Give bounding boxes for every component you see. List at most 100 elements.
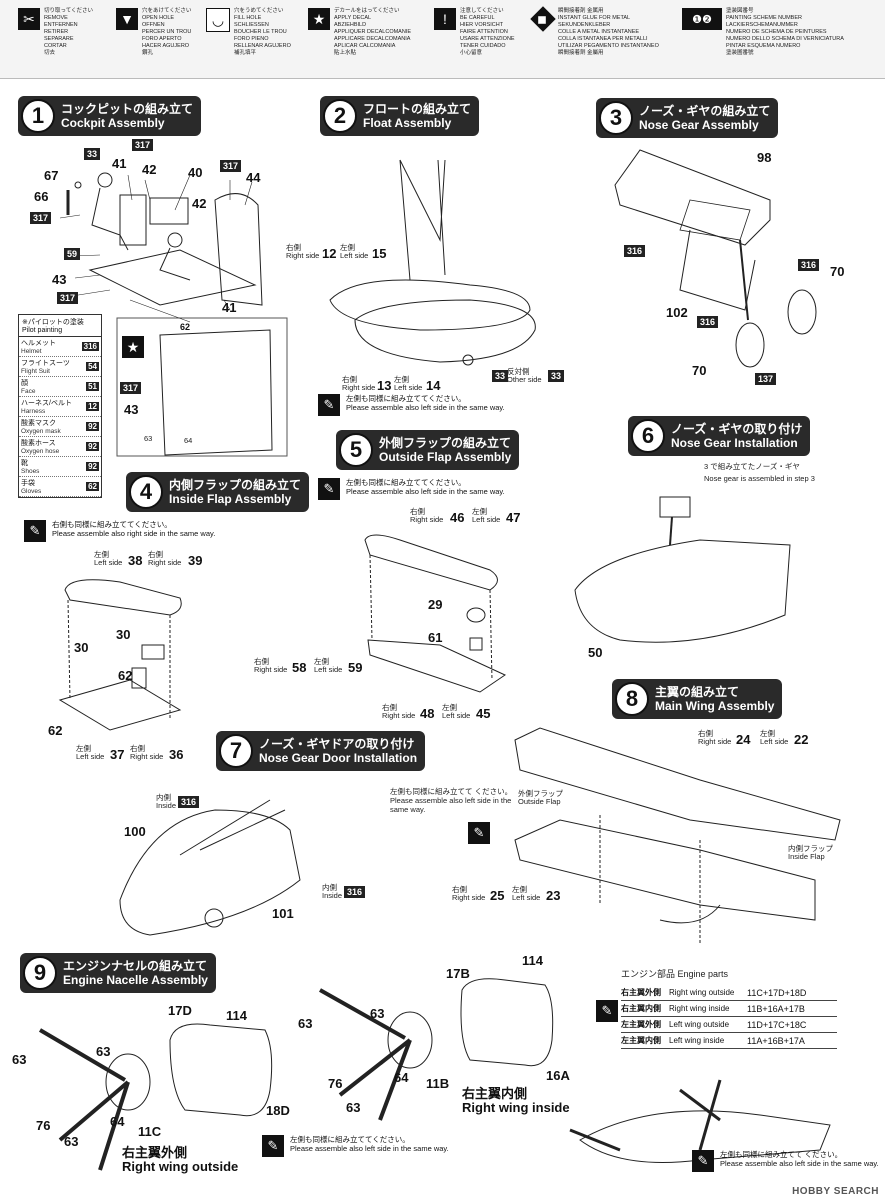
inside-flap xyxy=(64,579,182,616)
part-50: 50 xyxy=(588,645,603,660)
fuselage-nose xyxy=(574,539,791,643)
float-lower xyxy=(354,299,536,363)
remove-icon: ✂ xyxy=(18,8,40,30)
color-33-float: 33 xyxy=(492,370,509,382)
step-title-ja: ノーズ・ギヤの取り付け xyxy=(671,422,803,436)
part-24: 24 xyxy=(736,732,751,747)
main-wing-upper xyxy=(514,727,841,841)
part-76: 76 xyxy=(36,1118,51,1133)
float-upper xyxy=(329,279,531,331)
step-title-ja: 外側フラップの組み立て xyxy=(379,436,512,450)
color-59: 59 xyxy=(64,248,81,260)
step-title-en: Nose Gear Installation xyxy=(671,436,798,450)
part-41: 41 xyxy=(112,156,127,171)
part-46: 46 xyxy=(450,510,465,525)
note-left-same-float: ✎左側も同様に組み立ててください。Please assemble also le… xyxy=(318,394,505,416)
nacelle-inside xyxy=(460,978,554,1067)
color-33: 33 xyxy=(84,148,101,160)
part-17D: 17D xyxy=(168,1003,192,1018)
part-63b: 63 xyxy=(96,1044,111,1059)
rw-outside-ja: 右主翼外側 xyxy=(122,1145,188,1160)
step-number: 1 xyxy=(21,99,55,133)
part-47: 47 xyxy=(506,510,521,525)
color-316-wheel: 316 xyxy=(798,259,820,271)
color-316-strut: 316 xyxy=(697,316,719,328)
step-title-en: Outside Flap Assembly xyxy=(379,450,512,464)
step-number: 6 xyxy=(631,419,665,453)
painting-scheme-icon: ❶❷ xyxy=(682,8,722,30)
part-43: 43 xyxy=(52,272,67,287)
part-29: 29 xyxy=(428,597,443,612)
part-48: 48 xyxy=(420,706,435,721)
step-number: 7 xyxy=(219,734,253,768)
step-title-en: Engine Nacelle Assembly xyxy=(63,973,208,987)
part-23: 23 xyxy=(546,888,561,903)
color-316-gear: 316 xyxy=(624,245,646,257)
step-number: 5 xyxy=(339,433,373,467)
part-114b: 114 xyxy=(522,953,543,968)
part-100: 100 xyxy=(124,824,146,839)
step-title-ja: コックピットの組み立て xyxy=(61,102,194,116)
part-63: 63 xyxy=(12,1052,27,1067)
apply-decal-icon: ★ xyxy=(308,8,330,30)
part-30b: 30 xyxy=(74,640,89,655)
be-careful-icon: ✎ xyxy=(318,394,340,416)
pilot-painting-title: ※パイロットの塗装 Pilot painting xyxy=(19,315,101,337)
nacelle-outside xyxy=(169,1023,273,1117)
part-98: 98 xyxy=(757,150,772,165)
be-careful-icon: ✎ xyxy=(318,478,340,500)
rw-outside-en: Right wing outside xyxy=(122,1159,239,1174)
spare-wheel xyxy=(787,289,817,335)
part-30: 30 xyxy=(116,627,131,642)
part-12: 12 xyxy=(322,246,337,261)
step-title-en: Cockpit Assembly xyxy=(61,116,165,130)
color-316-door-2: 316 xyxy=(344,886,366,898)
nose-gear-step-note: 3 で組み立てたノーズ・ギヤ xyxy=(704,462,800,471)
part-62c: 62 xyxy=(48,723,63,738)
part-45: 45 xyxy=(476,706,491,721)
gear-bay xyxy=(614,149,771,246)
part-76b: 76 xyxy=(328,1076,343,1091)
propeller-outside xyxy=(38,1028,130,1171)
float-strut xyxy=(399,159,446,281)
step-title-ja: 内側フラップの組み立て xyxy=(169,478,302,492)
fill-hole-icon: ◡ xyxy=(206,8,230,32)
step-number: 9 xyxy=(23,956,57,990)
part-40: 40 xyxy=(188,165,203,180)
inside-flap-plate xyxy=(58,679,182,731)
color-317: 317 xyxy=(132,139,154,151)
wing-note-icon: ✎ xyxy=(468,822,490,844)
part-43b: 43 xyxy=(124,402,139,417)
step-title-en: Float Assembly xyxy=(363,116,452,130)
part-38: 38 xyxy=(128,553,143,568)
part-25: 25 xyxy=(490,888,505,903)
note-right-same-inside-flap: ✎右側も同様に組み立ててください。Please assemble also ri… xyxy=(24,520,215,542)
step-title-en: Nose Gear Assembly xyxy=(639,118,759,132)
rw-inside-en: Right wing inside xyxy=(462,1100,570,1115)
color-317c: 317 xyxy=(30,212,52,224)
color-316-door: 316 xyxy=(178,796,200,808)
part-36: 36 xyxy=(169,747,184,762)
part-70: 70 xyxy=(830,264,845,279)
step-title-en: Nose Gear Door Installation xyxy=(259,751,418,765)
